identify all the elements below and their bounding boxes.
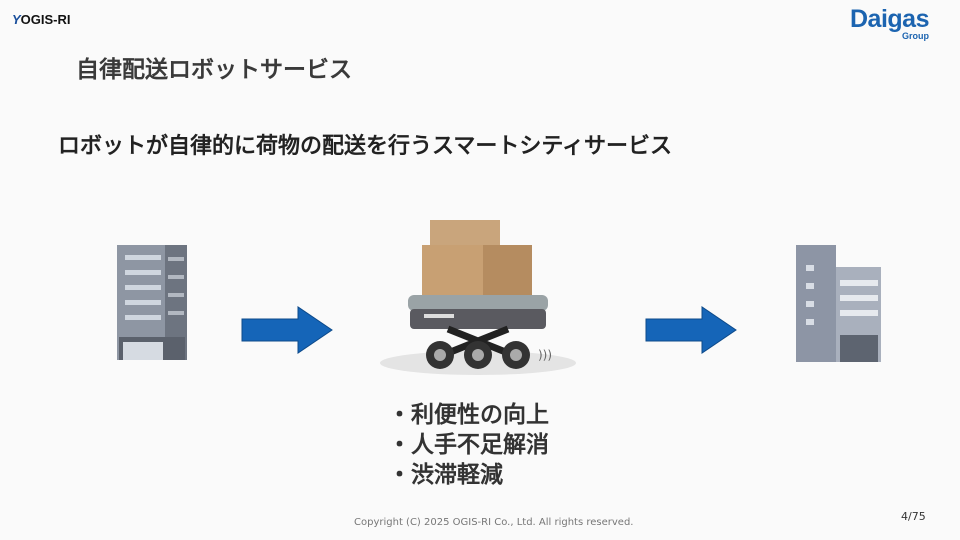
page-title: 自律配送ロボットサービス: [76, 57, 352, 83]
delivery-robot-image: ))): [380, 220, 576, 375]
arrow-right-icon: [645, 306, 737, 354]
list-item: 人手不足解消: [388, 430, 549, 460]
page-number: 4/75: [901, 510, 926, 523]
daigas-logo: Daigas Group: [850, 6, 929, 41]
logo-subtext: Group: [901, 31, 929, 41]
logo-text: OGIS-RI: [20, 12, 71, 27]
list-item: 渋滞軽減: [388, 460, 549, 490]
ogis-ri-logo: YOGIS-RI: [12, 12, 71, 27]
arrow-right-icon: [241, 306, 333, 354]
list-item: 利便性の向上: [388, 400, 549, 430]
copyright: Copyright (C) 2025 OGIS-RI Co., Ltd. All…: [354, 517, 634, 528]
svg-text:))): ))): [538, 348, 552, 362]
logo-text: Daigas: [850, 5, 929, 33]
origin-building-image: [117, 245, 187, 360]
destination-building-image: [796, 245, 881, 362]
subtitle: ロボットが自律的に荷物の配送を行うスマートシティサービス: [58, 134, 673, 159]
benefits-list: 利便性の向上 人手不足解消 渋滞軽減: [388, 400, 549, 490]
